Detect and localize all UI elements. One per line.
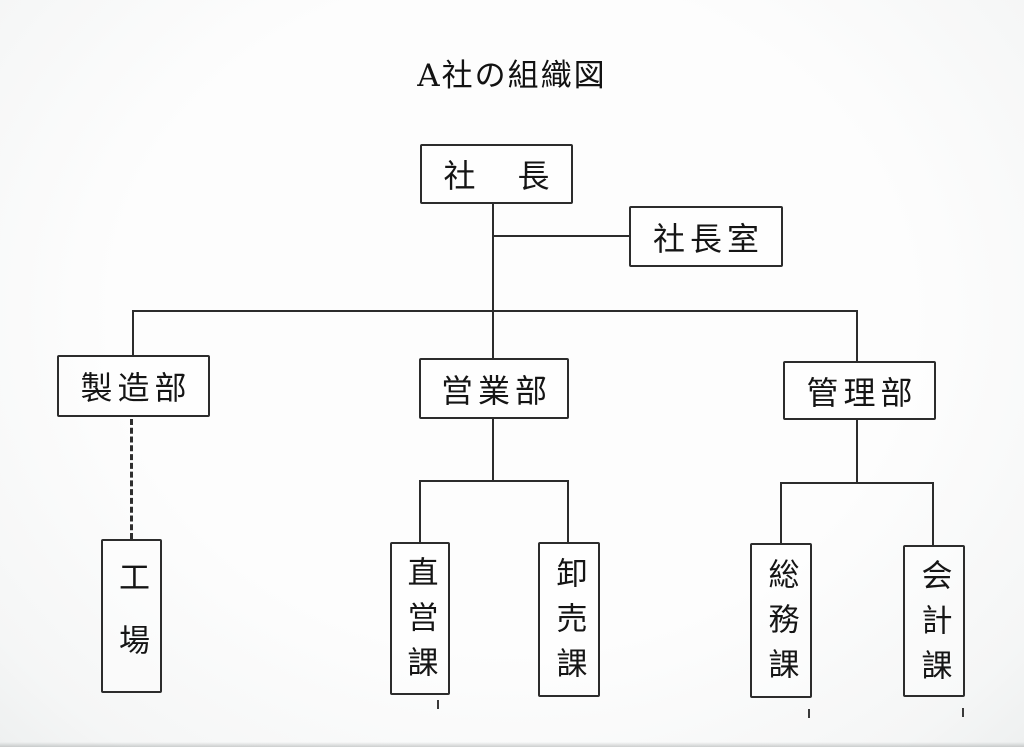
print-artifact-tick (808, 709, 810, 718)
node-direct-sales: 直営課 (390, 542, 450, 695)
connector-departments-branch (132, 310, 858, 312)
node-factory: 工場 (101, 539, 162, 693)
connector-president-trunk (492, 203, 494, 359)
node-manufacturing: 製造部 (57, 355, 210, 417)
node-administration: 管理部 (783, 361, 936, 420)
connector-administration-stem (856, 420, 858, 484)
node-president-office-label: 社長室 (652, 219, 764, 258)
node-general-affairs: 総務課 (750, 543, 812, 698)
node-accounting-label: 会計課 (915, 558, 952, 694)
node-president-label: 社 長 (443, 157, 555, 195)
node-wholesale-label: 卸売課 (550, 557, 587, 692)
connector-factory-dotted (130, 419, 133, 539)
node-wholesale: 卸売課 (538, 542, 600, 697)
connector-president-office (493, 235, 630, 237)
node-general-affairs-label: 総務課 (762, 558, 799, 693)
connector-administration-drop (856, 310, 858, 362)
node-direct-sales-label: 直営課 (401, 556, 438, 691)
connector-direct-sales-drop (419, 480, 421, 542)
print-artifact-tick (962, 708, 964, 717)
connector-sales-branch (419, 480, 569, 482)
node-manufacturing-label: 製造部 (80, 369, 192, 407)
node-president-office: 社長室 (629, 206, 783, 267)
connector-general-affairs-drop (780, 482, 782, 543)
node-sales: 営業部 (419, 358, 569, 419)
node-factory-label: 工場 (113, 561, 149, 687)
node-accounting: 会計課 (903, 545, 965, 697)
node-sales-label: 営業部 (440, 371, 552, 410)
print-artifact-tick (437, 700, 439, 709)
chart-title: A社の組織図 (417, 58, 607, 94)
connector-sales-stem (492, 419, 494, 482)
node-president: 社 長 (420, 144, 573, 204)
connector-accounting-drop (932, 482, 934, 545)
node-administration-label: 管理部 (806, 373, 918, 412)
connector-administration-branch (780, 482, 934, 484)
connector-manufacturing-drop (132, 310, 134, 356)
scan-edge-shadow (0, 742, 1024, 747)
connector-wholesale-drop (567, 480, 569, 542)
